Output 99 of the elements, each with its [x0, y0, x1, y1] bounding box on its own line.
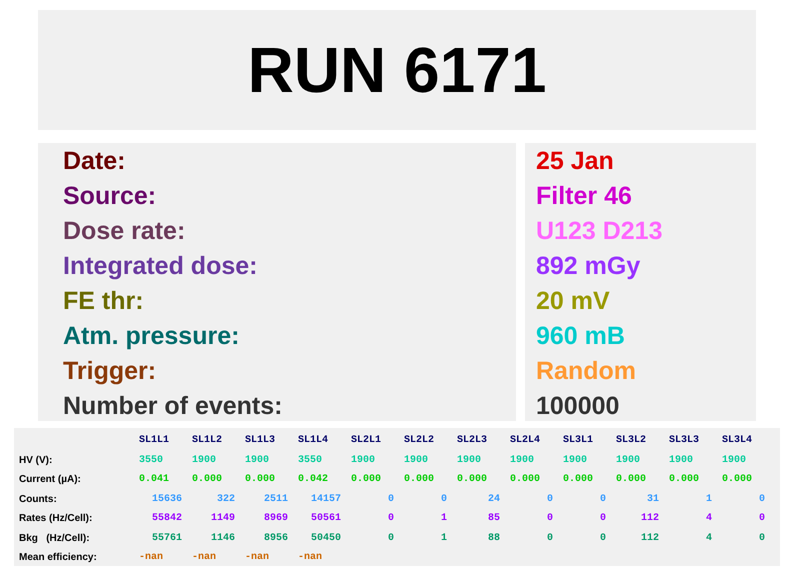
row-label: Counts:	[19, 492, 57, 507]
field-value: 960 mB	[536, 321, 625, 351]
table-value: 0	[388, 532, 394, 546]
table-value: -nan	[139, 551, 164, 566]
table-value: 0.000	[510, 473, 540, 488]
channel-header: SL3L3	[669, 434, 700, 448]
table-value: 0.000	[192, 473, 222, 488]
field-value: Random	[536, 356, 636, 386]
table-value: 24	[488, 492, 500, 507]
table-value: 0	[546, 512, 553, 526]
table-value: 4	[706, 532, 712, 546]
table-value: 0	[546, 492, 553, 507]
field-name: Source:	[63, 181, 156, 211]
table-value: 0.000	[404, 473, 434, 488]
channel-header: SL2L1	[351, 434, 382, 448]
table-value: 0.000	[245, 473, 276, 488]
table-value: 112	[640, 512, 659, 526]
channel-header: SL1L2	[192, 434, 222, 448]
table-value: 2511	[264, 492, 288, 507]
field-name: Integrated dose:	[63, 251, 258, 281]
channel-header: SL3L1	[563, 434, 594, 448]
table-value: 1900	[616, 454, 640, 468]
table-value: 0	[600, 492, 606, 507]
table-value: 1900	[457, 454, 482, 468]
table-value: 55761	[152, 532, 182, 546]
table-value: 1900	[351, 454, 376, 468]
table-value: 50561	[310, 512, 341, 526]
table-value: 1900	[192, 454, 216, 468]
table-value: 3550	[139, 454, 164, 468]
table-value: 0	[600, 532, 606, 546]
table-value: 0.042	[298, 473, 328, 488]
table-value: 0.000	[669, 473, 700, 488]
channel-header: SL2L4	[510, 434, 540, 448]
row-label: Current (µA):	[19, 473, 81, 488]
table-value: 0	[758, 532, 765, 546]
row-label: Mean efficiency:	[19, 551, 97, 566]
field-value: 20 mV	[536, 286, 610, 316]
table-value: -nan	[245, 551, 270, 566]
row-label: Bkg (Hz/Cell):	[19, 532, 90, 546]
table-value: 8956	[264, 532, 288, 546]
field-value: 100000	[536, 391, 620, 421]
table-value: 0	[758, 492, 765, 507]
table-value: 0	[440, 492, 447, 507]
field-name: Atm. pressure:	[63, 321, 240, 351]
channel-header: SL2L3	[457, 434, 488, 448]
table-value: 0	[600, 512, 606, 526]
field-name: FE thr:	[63, 286, 144, 316]
field-name: Number of events:	[63, 391, 282, 421]
table-value: 0.000	[722, 473, 752, 488]
field-value: U123 D213	[536, 216, 662, 246]
channel-header: SL3L4	[722, 434, 752, 448]
channel-header: SL1L4	[298, 434, 328, 448]
table-value: 88	[488, 532, 500, 546]
table-value: 1900	[245, 454, 270, 468]
table-value: -nan	[298, 551, 322, 566]
table-value: 1	[440, 512, 447, 526]
table-value: 14157	[310, 492, 341, 507]
table-value: 0.000	[616, 473, 646, 488]
table-value: 3550	[298, 454, 322, 468]
field-value: Filter 46	[536, 181, 632, 211]
table-value: 15636	[152, 492, 182, 507]
table-value: 0	[758, 512, 765, 526]
run-title: RUN 6171	[248, 38, 546, 102]
table-value: 1900	[722, 454, 746, 468]
table-value: 1146	[210, 532, 235, 546]
field-value: 892 mGy	[536, 251, 640, 281]
table-value: 85	[488, 512, 500, 526]
table-value: 55842	[152, 512, 182, 526]
table-value: -nan	[192, 551, 216, 566]
table-value: 0	[388, 512, 394, 526]
table-value: 8969	[264, 512, 288, 526]
table-value: 31	[646, 492, 659, 507]
field-name: Trigger:	[63, 356, 156, 386]
table-value: 0.000	[351, 473, 382, 488]
table-value: 1	[440, 532, 447, 546]
table-value: 1	[706, 492, 712, 507]
row-label: Rates (Hz/Cell):	[19, 512, 92, 526]
field-name: Date:	[63, 146, 126, 176]
table-value: 50450	[310, 532, 341, 546]
channel-header: SL1L1	[139, 434, 170, 448]
field-value: 25 Jan	[536, 146, 614, 176]
channel-header: SL2L2	[404, 434, 434, 448]
table-value: 1900	[404, 454, 428, 468]
table-value: 0.000	[563, 473, 594, 488]
row-label: HV (V):	[19, 454, 52, 468]
table-value: 1900	[669, 454, 694, 468]
channel-header: SL3L2	[616, 434, 646, 448]
table-value: 1149	[210, 512, 235, 526]
table-value: 1900	[563, 454, 588, 468]
table-value: 0.041	[139, 473, 170, 488]
table-value: 112	[640, 532, 659, 546]
table-value: 4	[706, 512, 712, 526]
channel-header: SL1L3	[245, 434, 276, 448]
table-value: 0	[546, 532, 553, 546]
table-value: 0	[388, 492, 394, 507]
table-value: 0.000	[457, 473, 488, 488]
field-name: Dose rate:	[63, 216, 186, 246]
table-value: 322	[216, 492, 235, 507]
table-value: 1900	[510, 454, 534, 468]
